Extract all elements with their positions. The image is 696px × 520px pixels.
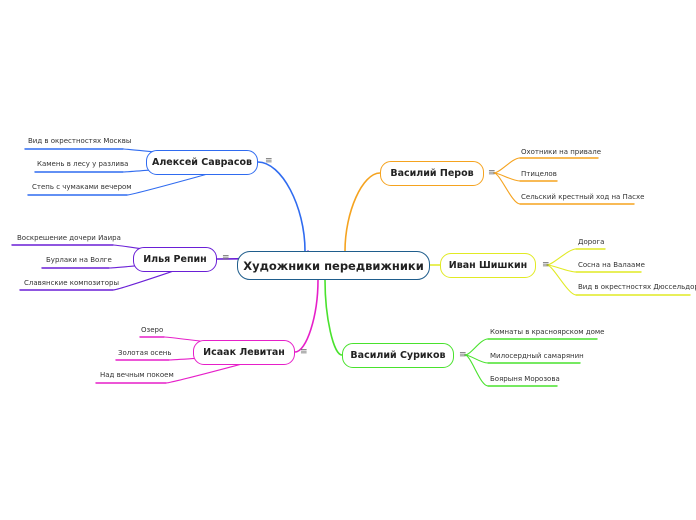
leaf-item[interactable]: Милосердный самарянин xyxy=(490,352,584,360)
connector-path xyxy=(257,161,306,252)
branch-node-savrasov[interactable]: Алексей Саврасов xyxy=(146,150,258,175)
leaf-item[interactable]: Вид в окрестностях Москвы xyxy=(28,137,132,145)
connector-path xyxy=(294,279,319,353)
branch-menu-icon[interactable]: ≡ xyxy=(542,260,550,270)
leaf-item[interactable]: Воскрешение дочери Иаира xyxy=(17,234,121,242)
connector-path xyxy=(493,157,521,174)
leaf-item[interactable]: Золотая осень xyxy=(118,349,172,357)
leaf-item[interactable]: Над вечным покоем xyxy=(100,371,174,379)
connector-path xyxy=(546,248,577,266)
leaf-item[interactable]: Бурлаки на Волге xyxy=(46,256,112,264)
branch-label: Исаак Левитан xyxy=(203,347,285,358)
branch-node-surikov[interactable]: Василий Суриков xyxy=(342,343,454,368)
branch-menu-icon[interactable]: ≡ xyxy=(488,168,496,178)
connector-path xyxy=(464,354,489,387)
leaf-item[interactable]: Вид в окрестностях Дюссельдорфа xyxy=(578,283,696,291)
branch-label: Василий Суриков xyxy=(350,350,446,361)
branch-menu-icon[interactable]: ≡ xyxy=(265,156,273,166)
leaf-item[interactable]: Камень в лесу у разлива xyxy=(37,160,129,168)
connector-path xyxy=(324,279,343,356)
branch-node-shishkin[interactable]: Иван Шишкин xyxy=(440,253,536,278)
branch-label: Василий Перов xyxy=(390,168,474,179)
leaf-item[interactable]: Дорога xyxy=(578,238,605,246)
branch-node-levitan[interactable]: Исаак Левитан xyxy=(193,340,295,365)
branch-menu-icon[interactable]: ≡ xyxy=(300,347,308,357)
branch-label: Илья Репин xyxy=(143,254,207,265)
connector-path xyxy=(464,354,489,364)
connector-path xyxy=(493,172,521,182)
branch-label: Алексей Саврасов xyxy=(151,157,252,168)
root-label: Художники передвижники xyxy=(243,258,424,273)
branch-node-repin[interactable]: Илья Репин xyxy=(133,247,217,272)
connector-path xyxy=(546,264,577,296)
leaf-item[interactable]: Степь с чумаками вечером xyxy=(32,183,132,191)
leaf-item[interactable]: Озеро xyxy=(141,326,164,334)
connector-path xyxy=(493,172,521,205)
leaf-item[interactable]: Славянские композиторы xyxy=(24,279,119,287)
branch-node-perov[interactable]: Василий Перов xyxy=(380,161,484,186)
branch-menu-icon[interactable]: ≡ xyxy=(459,350,467,360)
leaf-item[interactable]: Сосна на Валааме xyxy=(578,261,645,269)
leaf-item[interactable]: Сельский крестный ход на Пасхе xyxy=(521,193,645,201)
branch-label: Иван Шишкин xyxy=(448,260,528,271)
connector-path xyxy=(464,338,489,356)
leaf-item[interactable]: Боярыня Морозова xyxy=(490,375,560,383)
leaf-item[interactable]: Комнаты в красноярском доме xyxy=(490,328,605,336)
leaf-item[interactable]: Охотники на привале xyxy=(521,148,601,156)
root-node[interactable]: Художники передвижники xyxy=(237,251,430,280)
leaf-item[interactable]: Птицелов xyxy=(521,170,557,178)
branch-menu-icon[interactable]: ≡ xyxy=(222,253,230,263)
connector-path xyxy=(344,172,381,252)
